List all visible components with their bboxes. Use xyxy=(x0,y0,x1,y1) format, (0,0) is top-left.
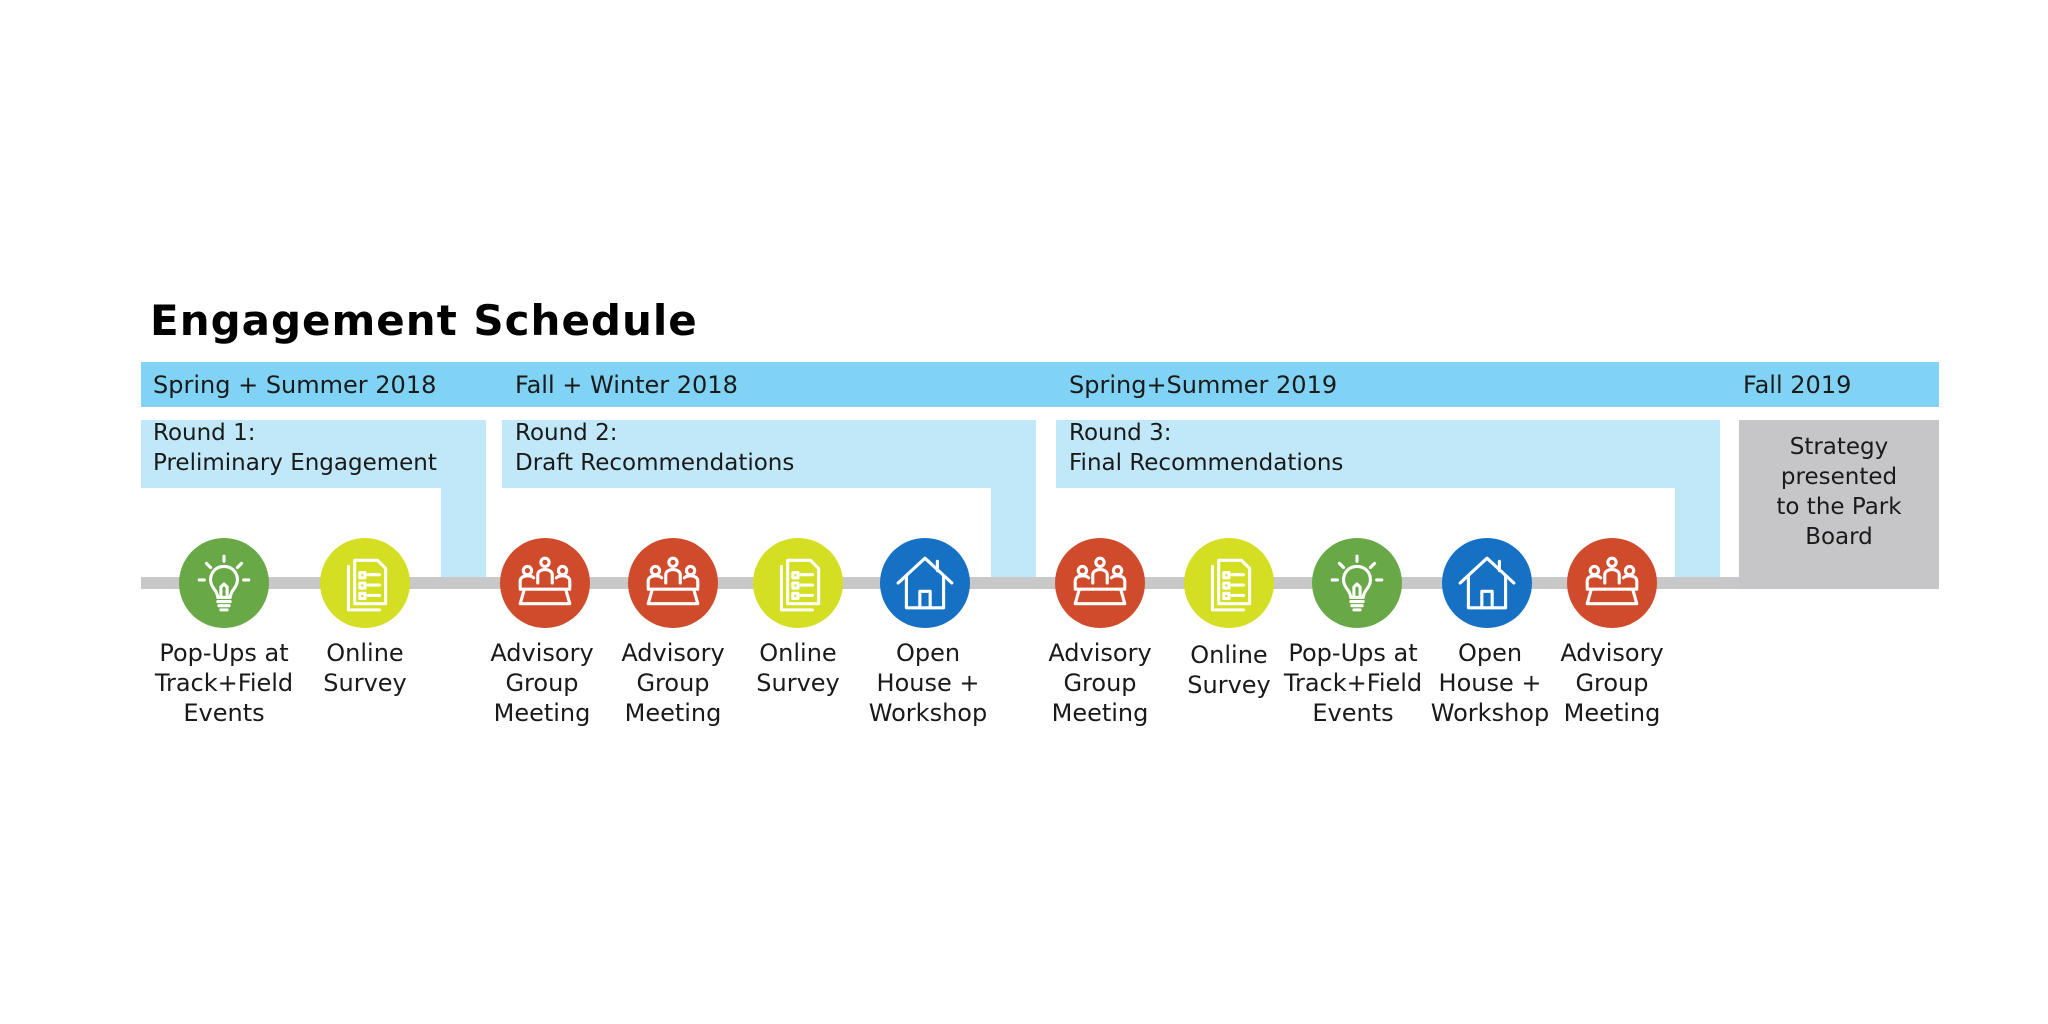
lightbulb-icon xyxy=(1312,538,1402,628)
meeting-table-icon xyxy=(500,538,590,628)
round-name: Preliminary Engagement xyxy=(153,450,437,476)
page-title: Engagement Schedule xyxy=(150,296,698,345)
timeline-line xyxy=(141,577,1939,589)
strategy-text: Strategy presented to the Park Board xyxy=(1776,434,1902,550)
lightbulb-icon xyxy=(179,538,269,628)
round-1-label: Round 1: Preliminary Engagement xyxy=(153,418,437,478)
meeting-table-icon xyxy=(628,538,718,628)
round-3-band-stem xyxy=(1675,488,1720,583)
house-icon xyxy=(1442,538,1532,628)
event-label: Advisory Group Meeting xyxy=(621,639,725,727)
event-label: Pop-Ups at Track+Field Events xyxy=(1283,639,1423,727)
survey-document-icon xyxy=(753,538,843,628)
season-label: Fall + Winter 2018 xyxy=(515,371,738,399)
event-label: Pop-Ups at Track+Field Events xyxy=(154,639,294,727)
round-1-band xyxy=(141,420,486,488)
survey-document-icon xyxy=(1184,538,1274,628)
event-label: Online Survey xyxy=(1187,641,1271,699)
round-2-band-stem xyxy=(991,488,1036,583)
meeting-table-icon xyxy=(1567,538,1657,628)
season-label: Spring+Summer 2019 xyxy=(1069,371,1338,399)
season-label: Fall 2019 xyxy=(1743,371,1852,399)
round-2-band xyxy=(502,420,1036,488)
event-label: Advisory Group Meeting xyxy=(1560,639,1664,727)
event-label: Advisory Group Meeting xyxy=(1048,639,1152,727)
season-label: Spring + Summer 2018 xyxy=(153,371,437,399)
meeting-table-icon xyxy=(1055,538,1145,628)
event-label: Open House + Workshop xyxy=(1430,639,1550,727)
round-number: Round 3: xyxy=(1069,420,1172,446)
round-number: Round 1: xyxy=(153,420,256,446)
round-2-label: Round 2: Draft Recommendations xyxy=(515,418,794,478)
round-1-band-stem xyxy=(441,488,486,583)
event-label: Open House + Workshop xyxy=(868,639,988,727)
round-3-label: Round 3: Final Recommendations xyxy=(1069,418,1343,478)
event-label: Online Survey xyxy=(756,639,840,697)
strategy-box xyxy=(1739,420,1939,589)
survey-document-icon xyxy=(320,538,410,628)
event-label: Online Survey xyxy=(323,639,407,697)
house-icon xyxy=(880,538,970,628)
round-name: Draft Recommendations xyxy=(515,450,795,476)
event-label: Advisory Group Meeting xyxy=(490,639,594,727)
round-3-band xyxy=(1056,420,1720,488)
round-number: Round 2: xyxy=(515,420,618,446)
season-bar xyxy=(141,362,1939,407)
round-name: Final Recommendations xyxy=(1069,450,1344,476)
